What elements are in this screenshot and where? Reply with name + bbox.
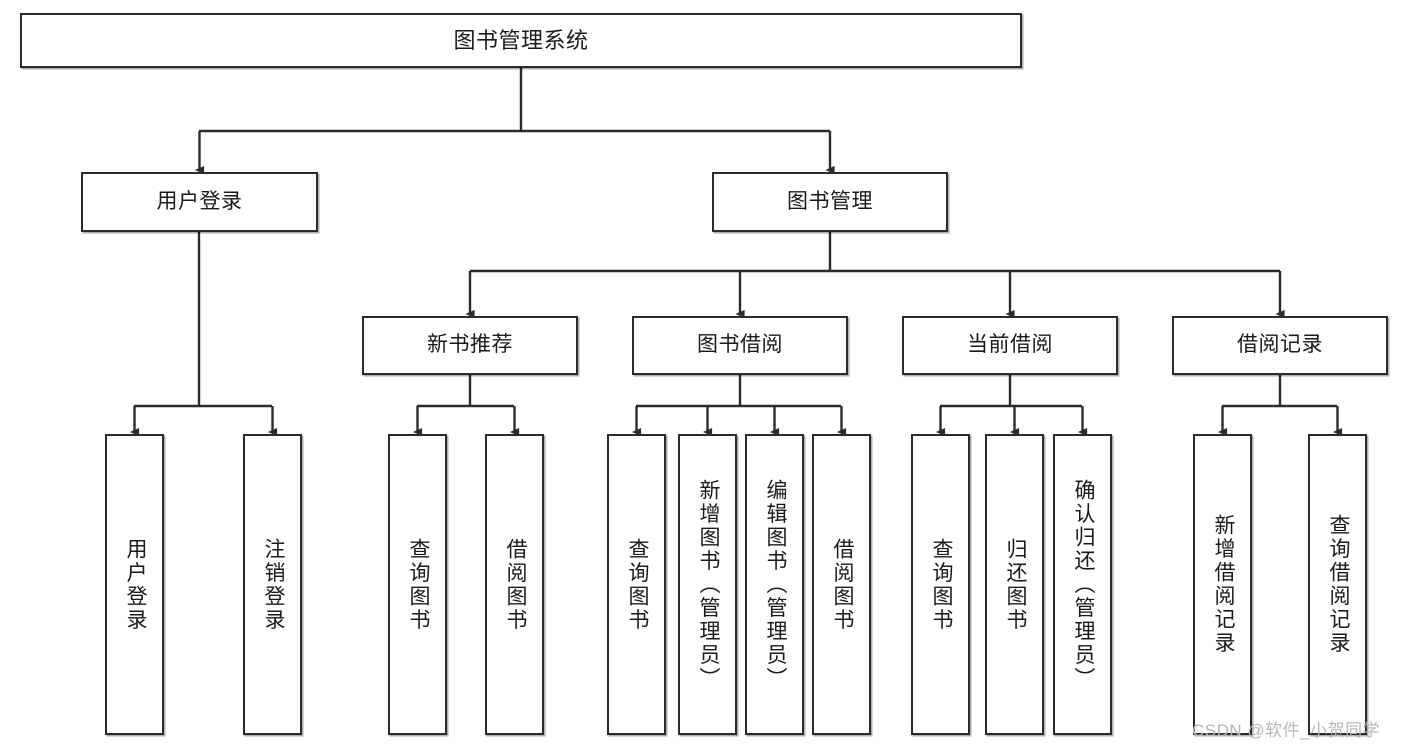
node-label: 借阅记录 [1237,333,1323,357]
node-user-login[interactable]: 用户登录 [81,172,318,232]
node-label: 图书管理系统 [453,27,589,53]
node-label: 查询借阅记录 [1326,514,1350,655]
node-label: 编辑图书（管理员） [763,478,787,691]
node-leaf-borrow-book-1[interactable]: 借阅图书 [485,434,544,735]
node-leaf-edit-book[interactable]: 编辑图书（管理员） [745,434,804,735]
node-leaf-return-book[interactable]: 归还图书 [985,434,1044,735]
node-label: 新增借阅记录 [1211,514,1235,655]
node-book-manage[interactable]: 图书管理 [712,172,948,232]
node-leaf-add-record[interactable]: 新增借阅记录 [1193,434,1252,735]
node-label: 图书管理 [787,189,873,213]
node-leaf-confirm-return[interactable]: 确认归还（管理员） [1053,434,1112,735]
node-leaf-query-book-1[interactable]: 查询图书 [388,434,447,735]
node-leaf-query-book-2[interactable]: 查询图书 [607,434,666,735]
node-label: 借阅图书 [830,537,854,632]
node-label: 用户登录 [123,537,147,632]
node-book-borrow[interactable]: 图书借阅 [632,316,848,375]
node-label: 归还图书 [1003,537,1027,632]
node-label: 注销登录 [261,537,285,632]
node-label: 新增图书（管理员） [696,478,720,691]
node-leaf-add-book[interactable]: 新增图书（管理员） [678,434,737,735]
node-leaf-logout[interactable]: 注销登录 [243,434,302,735]
node-label: 确认归还（管理员） [1071,478,1095,691]
node-label: 新书推荐 [427,333,513,357]
node-label: 查询图书 [406,537,430,632]
csdn-watermark: CSDN @软件_小贺同学 [1192,721,1381,740]
node-label: 当前借阅 [967,333,1053,357]
node-leaf-borrow-book-2[interactable]: 借阅图书 [812,434,871,735]
node-leaf-query-book-3[interactable]: 查询图书 [911,434,970,735]
node-borrow-record[interactable]: 借阅记录 [1172,316,1388,375]
node-label: 借阅图书 [503,537,527,632]
node-new-book-rec[interactable]: 新书推荐 [362,316,578,375]
node-label: 查询图书 [625,537,649,632]
node-root[interactable]: 图书管理系统 [20,13,1022,68]
node-current-borrow[interactable]: 当前借阅 [902,316,1118,375]
node-label: 查询图书 [929,537,953,632]
node-leaf-query-record[interactable]: 查询借阅记录 [1308,434,1367,735]
node-label: 用户登录 [156,189,243,213]
node-label: 图书借阅 [697,333,783,357]
node-leaf-user-login[interactable]: 用户登录 [105,434,164,735]
